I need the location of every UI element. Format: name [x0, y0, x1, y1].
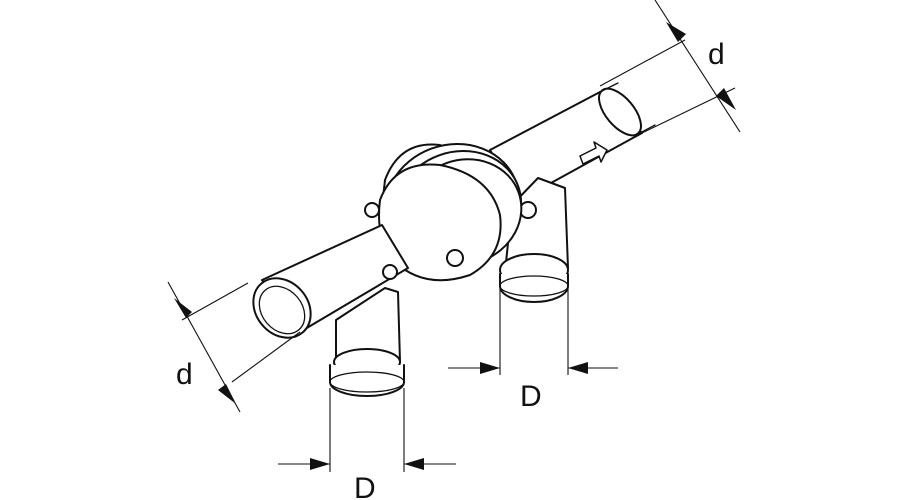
left-branch-outlet	[329, 287, 405, 397]
valve-body	[364, 143, 523, 282]
flow-direction-arrow-icon	[579, 141, 608, 165]
dimension-label-d-top: d	[708, 38, 725, 71]
dimension-label-D-left: D	[354, 472, 376, 500]
dimension-D-left: D	[278, 388, 456, 500]
dimension-label-D-right: D	[520, 380, 542, 413]
dimension-label-d-bottom: d	[176, 358, 193, 391]
main-pipe-left	[252, 224, 409, 339]
dimension-d-bottom: d	[167, 281, 301, 413]
dimension-d-top: d	[599, 0, 741, 134]
dimension-D-right: D	[448, 288, 618, 413]
